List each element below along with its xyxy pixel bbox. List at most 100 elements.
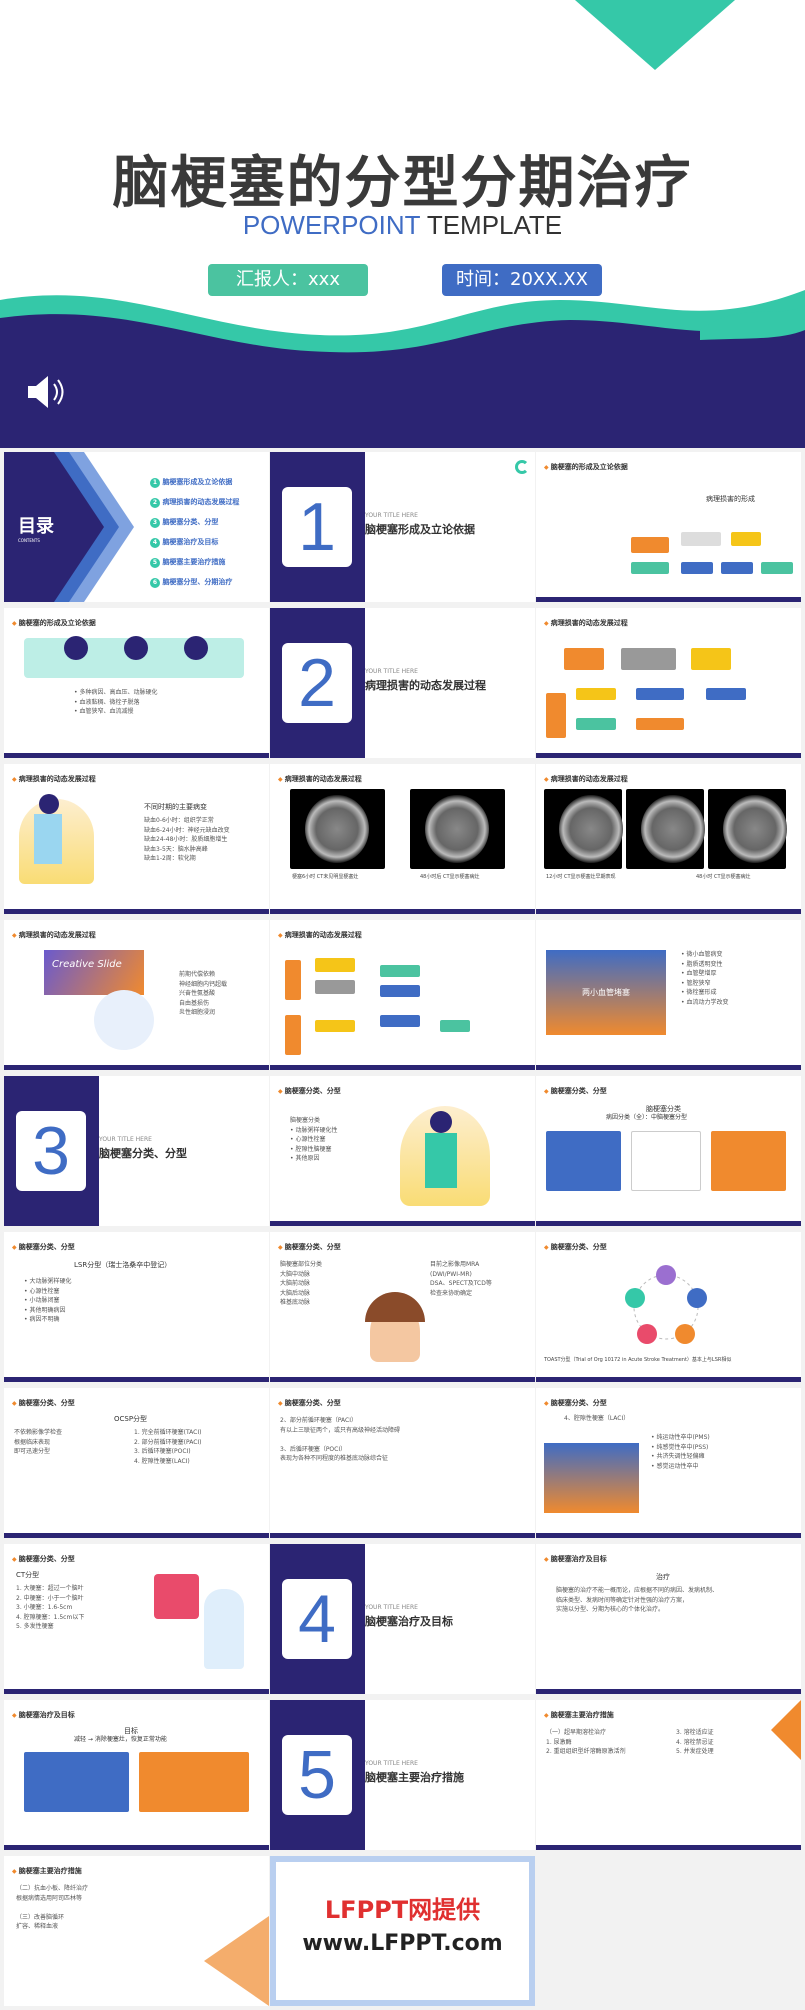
slide-ct-1[interactable]: 病理损害的动态发展过程 梗塞6小时 CT未见明显梗塞灶 48小时后 CT显示梗塞… — [270, 764, 535, 914]
slide-class-boxes[interactable]: 脑梗塞分类、分型 脑梗塞分类 病因分类（全）：中脑梗塞分型 — [536, 1076, 801, 1226]
ct-type-title: CT分型 — [16, 1571, 40, 1579]
slide-process[interactable]: 病理损害的动态发展过程 — [536, 608, 801, 758]
slide-header: 脑梗塞分类、分型 — [278, 1086, 341, 1097]
slide-header: 脑梗塞治疗及目标 — [12, 1710, 75, 1721]
subtitle-template: TEMPLATE — [426, 210, 563, 240]
ct-caption: 48小时 CT显示梗塞病灶 — [696, 874, 751, 880]
toc-item[interactable]: 1 脑梗塞形成及立论依据 — [150, 472, 239, 492]
ct-scan-image — [410, 789, 505, 869]
slide-header: 病理损害的动态发展过程 — [12, 774, 96, 785]
section-title: 脑梗塞形成及立论依据 — [365, 523, 475, 536]
slide-toast[interactable]: 脑梗塞分类、分型 TOAST分型（Trial of Org 10172 in A… — [536, 1232, 801, 1382]
cover-slide: 脑梗塞的分型分期治疗 POWERPOINT TEMPLATE 汇报人：xxx 时… — [0, 0, 805, 448]
slide-ct-2[interactable]: 病理损害的动态发展过程 12小时 CT显示梗塞灶早期表现 48小时 CT显示梗塞… — [536, 764, 801, 914]
slide-section-3[interactable]: 3 YOUR TITLE HERE 脑梗塞分类、分型 — [4, 1076, 269, 1226]
target-line: 减轻 → 消除梗塞灶，恢复正常功能 — [74, 1736, 167, 1743]
reporter-pill: 汇报人：xxx — [208, 264, 368, 296]
slide-header: 脑梗塞的形成及立论依据 — [544, 462, 628, 473]
section-number: 2 — [282, 643, 352, 723]
lsr-title: LSR分型（瑞士洛桑卒中登记） — [74, 1261, 172, 1269]
cover-subtitle: POWERPOINT TEMPLATE — [0, 210, 805, 241]
slide-section-5[interactable]: 5 YOUR TITLE HERE 脑梗塞主要治疗措施 — [270, 1700, 535, 1850]
ct-caption: 48小时后 CT显示梗塞病灶 — [420, 874, 480, 880]
section-small: YOUR TITLE HERE — [365, 1760, 418, 1767]
subtitle-powerpoint: POWERPOINT — [242, 210, 421, 240]
slide-header: 脑梗塞分类、分型 — [12, 1554, 75, 1565]
ct-caption: 梗塞6小时 CT未见明显梗塞灶 — [292, 874, 359, 880]
toc-list: 1 脑梗塞形成及立论依据 2 病理损害的动态发展过程 3 脑梗塞分类、分型 4 … — [150, 472, 239, 592]
watermark-line1: LFPPT网提供 — [324, 1896, 481, 1924]
slide-header: 脑梗塞主要治疗措施 — [12, 1866, 82, 1877]
slide-formation[interactable]: 脑梗塞的形成及立论依据 病理损害的形成 — [536, 452, 801, 602]
slide-header: 病理损害的动态发展过程 — [12, 930, 96, 941]
slide-target[interactable]: 脑梗塞治疗及目标 目标 减轻 → 消除梗塞灶，恢复正常功能 — [4, 1700, 269, 1850]
slide-section-2[interactable]: 2 YOUR TITLE HERE 病理损害的动态发展过程 — [270, 608, 535, 758]
slide-header: 脑梗塞分类、分型 — [278, 1398, 341, 1409]
toc-subtitle: CONTENTS — [18, 538, 40, 543]
section-number: 4 — [282, 1579, 352, 1659]
slide-section-4[interactable]: 4 YOUR TITLE HERE 脑梗塞治疗及目标 — [270, 1544, 535, 1694]
slide-measures-2[interactable]: 脑梗塞主要治疗措施 （二）抗血小板、降纤治疗根据病情选用阿司匹林等（三）改善脑循… — [4, 1856, 269, 2006]
lfppt-watermark: LFPPT网提供 www.LFPPT.com — [270, 1856, 535, 2006]
stage-title: 不同时期的主要病变 — [144, 803, 207, 811]
toc-item[interactable]: 3 脑梗塞分类、分型 — [150, 512, 239, 532]
watermark-line2: www.LFPPT.com — [302, 1931, 503, 1956]
slide-lsr[interactable]: 脑梗塞分类、分型 LSR分型（瑞士洛桑卒中登记） • 大动脉粥样硬化• 心源性栓… — [4, 1232, 269, 1382]
slide-creative[interactable]: 病理损害的动态发展过程 Creative Slide 前期代偿依赖神经细胞内钙超… — [4, 920, 269, 1070]
treat-title: 治疗 — [656, 1573, 670, 1581]
section-title: 脑梗塞治疗及目标 — [365, 1615, 453, 1628]
slide-header: 病理损害的动态发展过程 — [544, 774, 628, 785]
slide-treatment[interactable]: 脑梗塞治疗及目标 治疗 脑梗塞的治疗不能一概而论，应根据不同的病因、发病机制、临… — [536, 1544, 801, 1694]
speaker-icon[interactable] — [22, 372, 72, 412]
formation-label: 病理损害的形成 — [706, 495, 755, 503]
target-title: 目标 — [124, 1727, 138, 1735]
slide-toc[interactable]: 目录 CONTENTS 1 脑梗塞形成及立论依据 2 病理损害的动态发展过程 3… — [4, 452, 269, 602]
slide-laci[interactable]: 脑梗塞分类、分型 4、腔隙性梗塞（LACI） • 纯运动性卒中(PMS)• 纯感… — [536, 1388, 801, 1538]
ct-caption: 12小时 CT显示梗塞灶早期表现 — [546, 874, 616, 880]
slide-header: 脑梗塞分类、分型 — [278, 1242, 341, 1253]
slide-header: 脑梗塞分类、分型 — [12, 1242, 75, 1253]
toc-item[interactable]: 2 病理损害的动态发展过程 — [150, 492, 239, 512]
cover-decoration — [0, 0, 805, 448]
toc-item[interactable]: 5 脑梗塞主要治疗措施 — [150, 552, 239, 572]
slide-header: 脑梗塞分类、分型 — [544, 1398, 607, 1409]
ct-scan-image — [544, 789, 623, 869]
toc-item[interactable]: 4 脑梗塞治疗及目标 — [150, 532, 239, 552]
slide-header: 脑梗塞治疗及目标 — [544, 1554, 607, 1565]
section-small: YOUR TITLE HERE — [365, 1604, 418, 1611]
slide-header: 脑梗塞的形成及立论依据 — [12, 618, 96, 629]
slide-small-vessel[interactable]: 两小血管堵塞 • 微小血管病变• 脂质透明变性• 血管壁增厚• 管腔狭窄• 微栓… — [536, 920, 801, 1070]
slide-header: 脑梗塞分类、分型 — [544, 1242, 607, 1253]
section-title: 脑梗塞分类、分型 — [99, 1147, 187, 1160]
slide-header: 脑梗塞分类、分型 — [544, 1086, 607, 1097]
slide-mechanism[interactable]: 病理损害的动态发展过程 — [270, 920, 535, 1070]
creative-slide-banner: Creative Slide — [44, 950, 144, 995]
empty-slot — [536, 1856, 801, 2006]
toc-item[interactable]: 6 脑梗塞分型、分期治疗 — [150, 572, 239, 592]
slide-header: 病理损害的动态发展过程 — [544, 618, 628, 629]
section-small: YOUR TITLE HERE — [99, 1136, 152, 1143]
ct-scan-image — [626, 789, 705, 869]
ocsp-title: OCSP分型 — [114, 1415, 148, 1423]
section-small: YOUR TITLE HERE — [365, 668, 418, 675]
slide-formation-2[interactable]: 脑梗塞的形成及立论依据 • 多种病因、高血压、动脉硬化• 血液黏稠、微栓子脱落•… — [4, 608, 269, 758]
section-number: 5 — [282, 1735, 352, 1815]
slide-section-1[interactable]: 1 YOUR TITLE HERE 脑梗塞形成及立论依据 — [270, 452, 535, 602]
class-subtitle: 病因分类（全）：中脑梗塞分型 — [606, 1114, 688, 1121]
slide-header: 脑梗塞分类、分型 — [12, 1398, 75, 1409]
toast-caption: TOAST分型（Trial of Org 10172 in Acute Stro… — [544, 1357, 732, 1363]
slide-classification[interactable]: 脑梗塞分类、分型 脑梗塞分类• 动脉粥样硬化性• 心源性栓塞• 腔隙性脑梗塞• … — [270, 1076, 535, 1226]
section-title: 脑梗塞主要治疗措施 — [365, 1771, 464, 1784]
toc-title: 目录 — [18, 516, 54, 537]
slide-paci[interactable]: 脑梗塞分类、分型 2、部分前循环梗塞（PACI）有以上三联征两个，或只有高级神经… — [270, 1388, 535, 1538]
ct-scan-image — [708, 789, 787, 869]
gradient-box: 两小血管堵塞 — [546, 950, 666, 1035]
slide-stages[interactable]: 病理损害的动态发展过程 不同时期的主要病变 缺血0-6小时：组织学正常缺血6-2… — [4, 764, 269, 914]
slide-header: 病理损害的动态发展过程 — [278, 930, 362, 941]
time-pill: 时间：20XX.XX — [442, 264, 602, 296]
section-number: 1 — [282, 487, 352, 567]
